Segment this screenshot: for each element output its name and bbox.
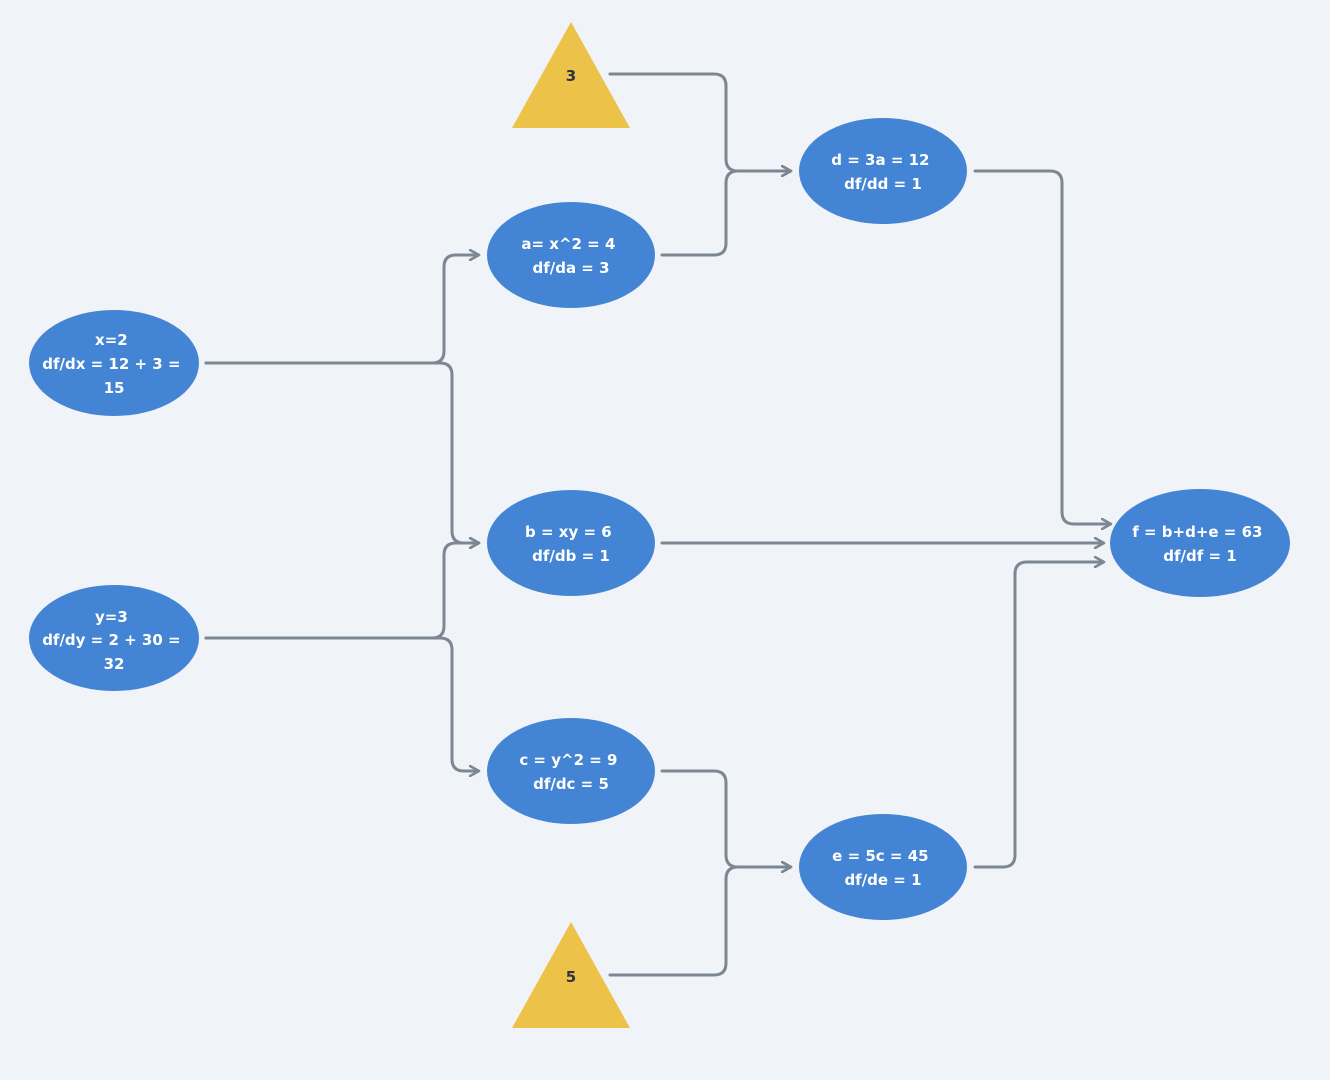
node-x-line-3: 15: [104, 379, 125, 397]
edge-d-to-f: [973, 169, 1110, 524]
node-f-line-2: df/df = 1: [1163, 547, 1236, 565]
node-c: c = y^2 = 9 df/dc = 5: [487, 718, 655, 824]
node-c-line-2: df/dc = 5: [533, 775, 609, 793]
node-a: a= x^2 = 4 df/da = 3: [487, 202, 655, 308]
node-a-line-1: a= x^2 = 4: [521, 235, 615, 253]
node-y-line-3: 32: [104, 655, 125, 673]
node-b-line-2: df/db = 1: [532, 547, 610, 565]
svg-text:e = 5c = 45 df/de = 1: e = 5c = 45 df/de = 1: [832, 847, 934, 889]
node-x-line-2: df/dx = 12 + 3 =: [42, 355, 180, 373]
edge-e-to-f: [973, 562, 1103, 869]
node-d: d = 3a = 12 df/dd = 1: [799, 118, 967, 224]
node-y-line-2: df/dy = 2 + 30 =: [42, 631, 180, 649]
node-a-line-2: df/da = 3: [532, 259, 609, 277]
node-f: f = b+d+e = 63 df/df = 1: [1110, 489, 1290, 597]
constant-node-five: 5: [512, 922, 630, 1028]
svg-text:y=3 df/dy = 2 + 30 =: y=3 df/dy = 2 + 30 = 32: [42, 608, 186, 673]
node-b: b = xy = 6 df/db = 1: [487, 490, 655, 596]
edges: [204, 72, 1110, 977]
svg-text:x=2 df/dx = 12 + 3 =: x=2 df/dx = 12 + 3 = 15: [42, 331, 186, 397]
node-d-line-2: df/dd = 1: [844, 175, 922, 193]
constant-node-three: 3: [512, 22, 630, 128]
node-y-line-1: y=3: [95, 608, 128, 626]
constant-three-label: 3: [566, 67, 576, 85]
node-x: x=2 df/dx = 12 + 3 = 15: [29, 310, 199, 416]
svg-text:a= x^2 = 4 df/da = 3: a= x^2 = 4 df/da = 3: [521, 235, 620, 277]
node-e-line-1: e = 5c = 45: [832, 847, 928, 865]
node-b-line-1: b = xy = 6: [525, 523, 612, 541]
edge-a-to-d: [660, 171, 790, 257]
svg-text:c = y^2 = 9 df/dc = 5: c = y^2 = 9 df/dc = 5: [519, 751, 622, 793]
constant-five-label: 5: [566, 968, 576, 986]
edge-five-to-e: [608, 867, 790, 977]
edge-three-to-d: [608, 72, 790, 171]
svg-text:f = b+d+e = 63 df/df = 1: f = b+d+e = 63 df/df = 1: [1132, 523, 1267, 565]
node-x-line-1: x=2: [95, 331, 128, 349]
svg-text:b = xy = 6 df/db = 1: b = xy = 6 df/db = 1: [525, 523, 617, 565]
node-y: y=3 df/dy = 2 + 30 = 32: [29, 585, 199, 691]
edge-y-to-b: [204, 543, 478, 640]
svg-text:d = 3a = 12 df/dd = 1: d = 3a = 12 df/dd = 1: [831, 151, 934, 193]
edge-c-to-e: [660, 769, 790, 867]
edge-x-to-b: [204, 361, 478, 543]
edge-y-to-c: [204, 636, 478, 771]
node-f-line-1: f = b+d+e = 63: [1132, 523, 1262, 541]
edge-x-to-a: [204, 255, 478, 365]
node-e: e = 5c = 45 df/de = 1: [799, 814, 967, 920]
node-c-line-1: c = y^2 = 9: [519, 751, 617, 769]
node-d-line-1: d = 3a = 12: [831, 151, 929, 169]
node-e-line-2: df/de = 1: [844, 871, 921, 889]
